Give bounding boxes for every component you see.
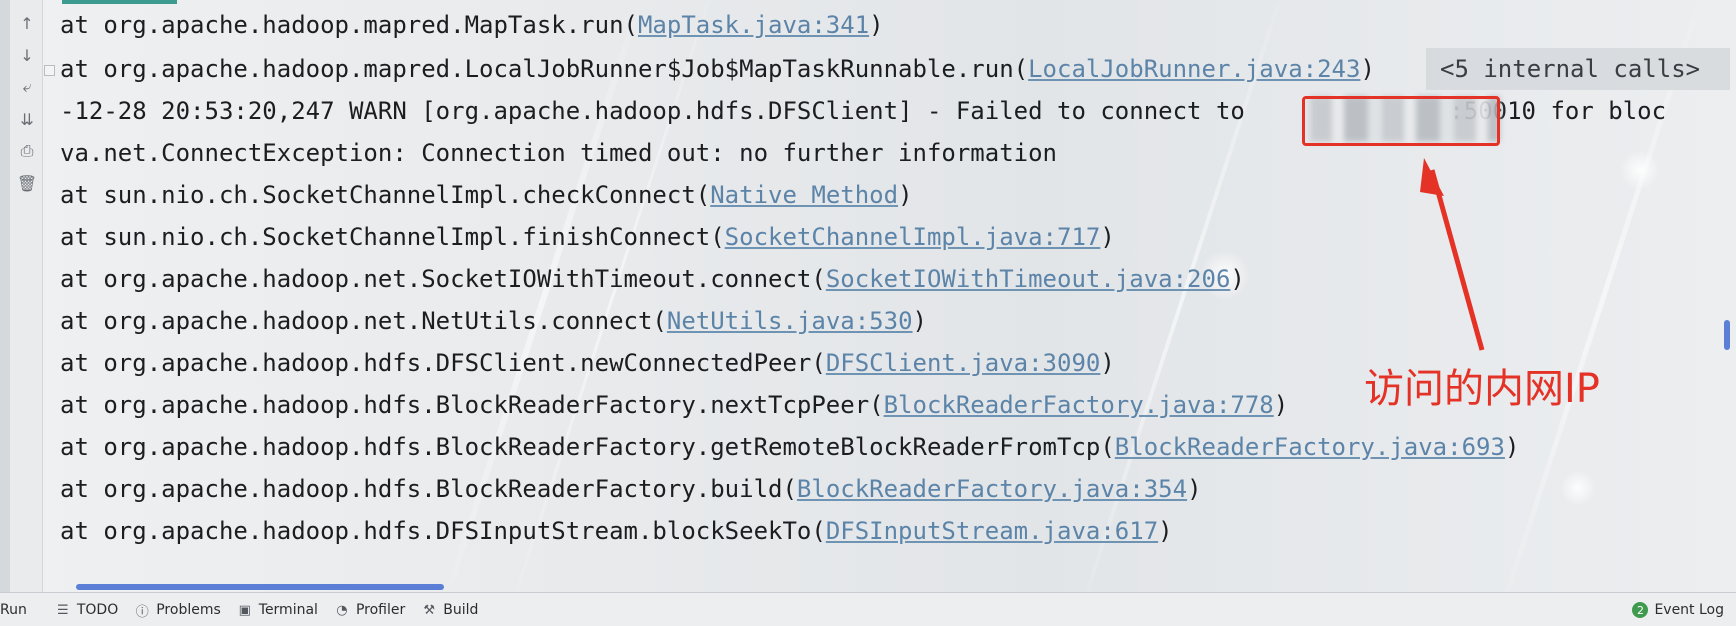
console-text: at org.apache.hadoop.hdfs.BlockReaderFac… — [60, 433, 1115, 461]
internal-calls-fold[interactable]: <5 internal calls> — [1426, 48, 1730, 90]
console-line: at org.apache.hadoop.hdfs.DFSInputStream… — [60, 508, 1173, 554]
event-count-badge: 2 — [1632, 602, 1649, 618]
console-text: ) — [912, 307, 927, 335]
console-line: at org.apache.hadoop.hdfs.BlockReaderFac… — [60, 382, 1288, 428]
console-text: at sun.nio.ch.SocketChannelImpl.checkCon… — [60, 181, 711, 209]
tool-tab-label: Terminal — [258, 602, 318, 618]
vertical-scrollbar[interactable] — [1724, 320, 1730, 350]
console-text: at org.apache.hadoop.net.SocketIOWithTim… — [60, 265, 826, 293]
console-text: ) — [1158, 517, 1173, 545]
source-link[interactable]: DFSClient.java:3090 — [825, 349, 1101, 377]
hammer-icon: ⚒ — [423, 602, 436, 618]
console-line: va.net.ConnectException: Connection time… — [60, 130, 1057, 176]
tool-tab-problems[interactable]: ⓘ Problems — [126, 593, 229, 626]
source-link[interactable]: BlockReaderFactory.java:354 — [796, 475, 1188, 503]
console-line: at org.apache.hadoop.hdfs.BlockReaderFac… — [60, 466, 1202, 512]
source-link[interactable]: BlockReaderFactory.java:693 — [1114, 433, 1505, 461]
redacted-ip-blur — [1310, 96, 1500, 142]
console-output: at org.apache.hadoop.mapred.MapTask.run(… — [60, 0, 1730, 584]
console-text: at org.apache.hadoop.hdfs.DFSClient.newC… — [60, 349, 826, 377]
event-log-label: Event Log — [1654, 602, 1724, 618]
arrow-up-icon[interactable]: ↑ — [20, 13, 34, 33]
soft-wrap-icon[interactable]: ⤶ — [22, 77, 32, 96]
console-line: at org.apache.hadoop.net.NetUtils.connec… — [60, 298, 927, 344]
profiler-icon: ◔ — [336, 602, 348, 618]
tool-tab-label: Profiler — [355, 602, 406, 618]
console-text: va.net.ConnectException: Connection time… — [60, 139, 1057, 167]
fold-marker[interactable] — [44, 65, 55, 76]
arrow-shaft — [1429, 169, 1485, 351]
source-link[interactable]: BlockReaderFactory.java:778 — [883, 391, 1274, 419]
console-text: ) — [1100, 349, 1115, 377]
tool-tab-terminal[interactable]: ▣ Terminal — [229, 593, 326, 626]
console-text: ) — [1360, 55, 1375, 83]
console-text: ) — [1187, 475, 1202, 503]
console-text: ) — [869, 11, 884, 39]
scroll-to-end-icon[interactable]: ⇊ — [20, 109, 34, 129]
console-text: at org.apache.hadoop.net.NetUtils.connec… — [60, 307, 667, 335]
trash-icon[interactable]: 🗑 — [16, 173, 38, 193]
horizontal-scrollbar[interactable] — [76, 584, 444, 590]
console-line: at org.apache.hadoop.hdfs.DFSClient.newC… — [60, 340, 1115, 386]
source-link[interactable]: MapTask.java:341 — [637, 11, 870, 39]
console-line: at org.apache.hadoop.mapred.LocalJobRunn… — [60, 46, 1375, 92]
console-text: at org.apache.hadoop.mapred.MapTask.run( — [60, 11, 638, 39]
source-link[interactable]: SocketIOWithTimeout.java:206 — [825, 265, 1231, 293]
tool-tab-run[interactable]: Run — [0, 593, 35, 626]
annotation-label: 访问的内网IP — [1364, 366, 1600, 412]
tool-window-strip — [0, 0, 10, 592]
tool-tab-todo[interactable]: ☰ TODO — [47, 593, 126, 626]
source-link[interactable]: LocalJobRunner.java:243 — [1028, 55, 1361, 83]
console-toolbar: ↑ ↓ ⤶ ⇊ ⎙ 🗑 — [10, 0, 43, 592]
tool-tab-profiler[interactable]: ◔ Profiler — [326, 593, 413, 626]
console-text: at org.apache.hadoop.mapred.LocalJobRunn… — [60, 55, 1029, 83]
console-line: at sun.nio.ch.SocketChannelImpl.checkCon… — [60, 172, 913, 218]
source-link[interactable]: DFSInputStream.java:617 — [825, 517, 1159, 545]
tool-tab-label: Problems — [156, 602, 221, 618]
console-text: ) — [1273, 391, 1289, 419]
list-icon: ☰ — [57, 602, 69, 618]
source-link[interactable]: Native Method — [710, 181, 899, 209]
event-log-button[interactable]: 2 Event Log — [1624, 593, 1736, 626]
console-text: at org.apache.hadoop.hdfs.DFSInputStream… — [60, 517, 826, 545]
source-link[interactable]: NetUtils.java:530 — [666, 307, 913, 335]
console-text: at sun.nio.ch.SocketChannelImpl.finishCo… — [60, 223, 725, 251]
source-link[interactable]: SocketChannelImpl.java:717 — [724, 223, 1101, 251]
terminal-icon: ▣ — [238, 602, 251, 618]
arrow-head — [1420, 158, 1444, 196]
console-text: ) — [1100, 223, 1115, 251]
console-text: ) — [1504, 433, 1520, 461]
console-line: at org.apache.hadoop.net.SocketIOWithTim… — [60, 256, 1245, 302]
status-bar: Run ☰ TODO ⓘ Problems ▣ Terminal ◔ Profi… — [0, 592, 1736, 626]
tool-tab-label: TODO — [76, 602, 119, 618]
tool-tab-label: Build — [443, 602, 479, 618]
console-text: -12-28 20:53:20,247 WARN [org.apache.had… — [60, 97, 1260, 125]
active-tab-indicator — [62, 0, 177, 4]
console-text: ) — [898, 181, 913, 209]
console-text: at org.apache.hadoop.hdfs.BlockReaderFac… — [60, 475, 797, 503]
tool-tab-build[interactable]: ⚒ Build — [413, 593, 486, 626]
tool-tab-label: Run — [0, 602, 27, 618]
print-icon[interactable]: ⎙ — [20, 141, 34, 160]
highlight-box — [1302, 96, 1500, 146]
console-text: at org.apache.hadoop.hdfs.BlockReaderFac… — [60, 391, 884, 419]
console-line: at org.apache.hadoop.mapred.MapTask.run(… — [60, 2, 884, 48]
console-line: at sun.nio.ch.SocketChannelImpl.finishCo… — [60, 214, 1115, 260]
console-line: at org.apache.hadoop.hdfs.BlockReaderFac… — [60, 424, 1519, 470]
info-icon: ⓘ — [135, 604, 149, 620]
arrow-down-icon[interactable]: ↓ — [20, 45, 34, 65]
console-text: ) — [1230, 265, 1245, 293]
console-line-warn: -12-28 20:53:20,247 WARN [org.apache.had… — [60, 88, 1666, 134]
